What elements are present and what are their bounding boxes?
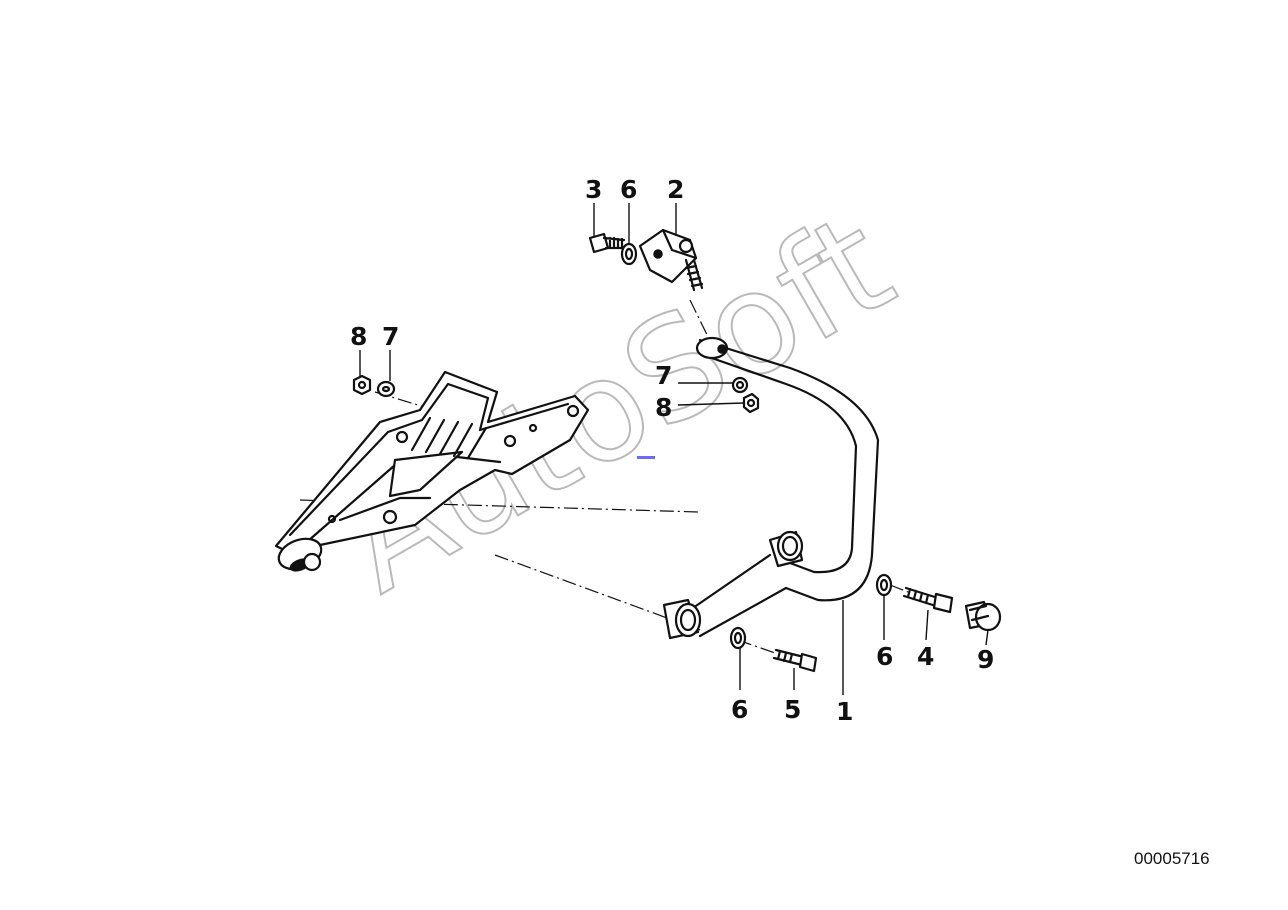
callout-4: 4	[917, 642, 934, 671]
callout-1: 1	[836, 697, 853, 726]
end-cap	[964, 600, 1002, 632]
callout-6-top: 6	[620, 175, 637, 204]
guard-bar	[662, 336, 880, 640]
washer-right	[875, 573, 893, 597]
callout-6-bottom: 6	[731, 695, 748, 724]
bolt-short	[772, 648, 818, 673]
washer-bottom	[729, 626, 747, 650]
nut-left	[352, 374, 372, 396]
bolt-long	[902, 586, 954, 614]
mounting-clip	[638, 228, 704, 292]
washer-mid	[731, 376, 749, 394]
callout-7-mid: 7	[655, 361, 672, 390]
callout-8-left: 8	[350, 322, 367, 351]
drawing-number: 00005716	[1134, 849, 1210, 868]
callout-3: 3	[585, 175, 602, 204]
bolt-top	[588, 232, 628, 254]
washer-left	[376, 380, 396, 398]
callout-5: 5	[784, 695, 801, 724]
leader-lines	[359, 203, 989, 695]
washer-top	[620, 242, 638, 266]
callout-2: 2	[667, 175, 684, 204]
callouts: 3 6 2 8 7 7 8 6 4 9 6 5 1	[350, 175, 994, 726]
callout-6-right: 6	[876, 642, 893, 671]
nut-mid	[742, 392, 760, 414]
callout-7-left: 7	[382, 322, 399, 351]
footrest-bracket	[274, 370, 590, 572]
callout-9: 9	[977, 645, 994, 674]
blue-mark	[637, 456, 655, 459]
callout-8-mid: 8	[655, 393, 672, 422]
